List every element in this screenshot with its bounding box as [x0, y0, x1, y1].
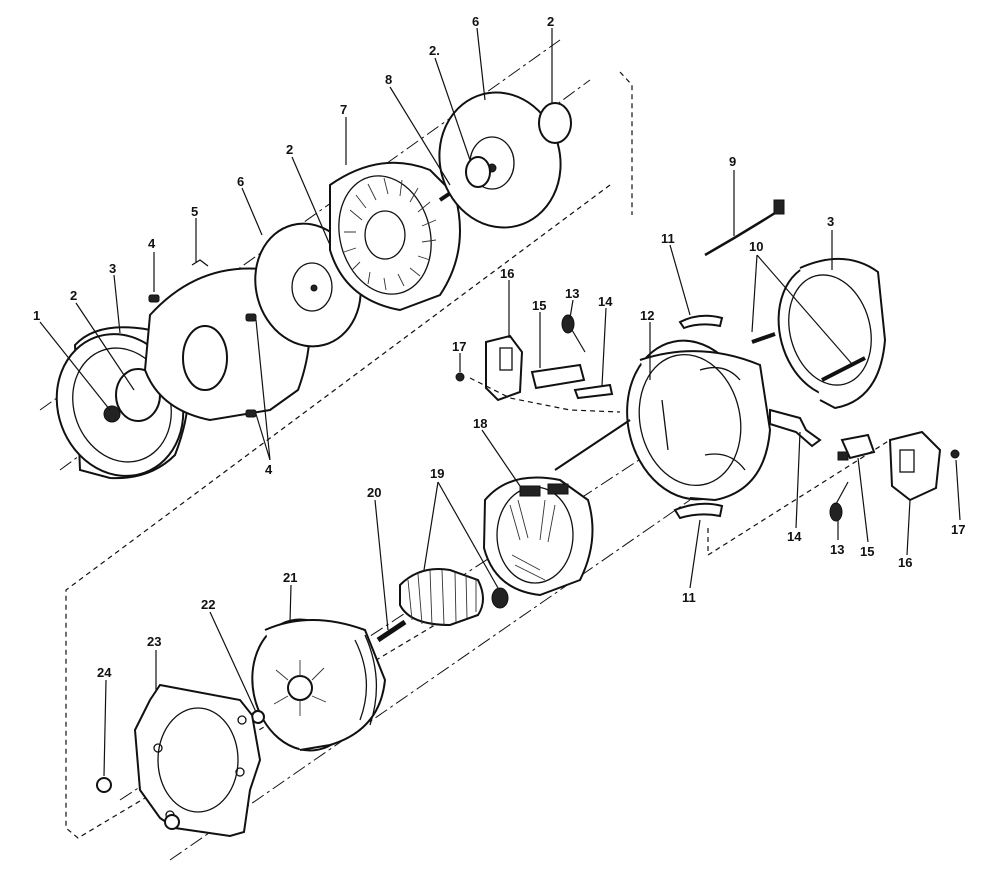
callout-22: 22	[201, 597, 215, 612]
callout-11: 11	[682, 590, 696, 605]
axis-line-lower	[119, 419, 701, 801]
part-6-fan-disc-upper	[438, 91, 562, 229]
part-4-screw-right-a	[245, 313, 257, 322]
callout-14: 14	[787, 529, 802, 544]
part-24-nut-left	[96, 777, 112, 793]
callout-8: 8	[385, 72, 392, 87]
part-17-screw-left	[455, 372, 465, 382]
left-brush-assembly-guide	[469, 377, 621, 413]
callout-15: 15	[860, 544, 874, 559]
part-24-nut-bottom	[164, 814, 180, 830]
callout-2: 2.	[429, 43, 440, 58]
part-7-impeller-housing	[329, 161, 461, 312]
part-15-brush-left	[530, 363, 586, 390]
callout-2: 2	[286, 142, 293, 157]
axis-line-bottom	[169, 499, 691, 861]
part-12-frame-housing	[626, 339, 772, 502]
callout-14: 14	[598, 294, 613, 309]
part-16-brush-holder-right	[888, 430, 942, 502]
callout-2: 2	[70, 288, 77, 303]
part-14-brush-contact-left	[573, 383, 614, 400]
callout-15: 15	[532, 298, 546, 313]
callout-3: 3	[827, 214, 834, 229]
callout-11: 11	[661, 231, 675, 246]
callout-4: 4	[265, 462, 273, 477]
callout-9: 9	[729, 154, 736, 169]
part-13-spring-left	[561, 314, 586, 353]
part-9-wire-lead	[704, 205, 782, 257]
part-17-screw-right	[950, 449, 960, 459]
part-18-lead-wire	[554, 419, 631, 471]
callout-6: 6	[472, 14, 479, 29]
callout-24: 24	[97, 665, 112, 680]
callout-6: 6	[237, 174, 244, 189]
callout-19: 19	[430, 466, 444, 481]
callout-16: 16	[500, 266, 514, 281]
part-13-spring-right	[829, 481, 849, 522]
callout-5: 5	[191, 204, 198, 219]
callout-3: 3	[109, 261, 116, 276]
part-4-screw-right-b	[245, 409, 257, 418]
callout-16: 16	[898, 555, 912, 570]
part-9-connector	[773, 199, 785, 215]
part-23-mounting-plate	[133, 683, 262, 838]
part-3-end-cover-right	[777, 258, 887, 410]
part-2-washer-upper-left	[465, 156, 491, 188]
callout-13: 13	[565, 286, 579, 301]
part-1-nut	[103, 405, 121, 423]
callout-4: 4	[148, 236, 156, 251]
callout-21: 21	[283, 570, 297, 585]
callout-17: 17	[951, 522, 965, 537]
callout-2: 2	[547, 14, 554, 29]
callout-labels: 1 2 3 4 5 6 2 7 8 2. 6 2 4 9 3 11 10 16 …	[33, 14, 965, 680]
part-16-brush-holder-left	[485, 334, 524, 402]
part-2-washer-upper-right	[538, 102, 572, 144]
part-19-commutator-spring	[491, 587, 509, 609]
callout-20: 20	[367, 485, 381, 500]
callout-1: 1	[33, 308, 40, 323]
callout-10: 10	[749, 239, 763, 254]
part-20-armature-shaft	[376, 619, 407, 643]
leader-lines	[39, 27, 961, 777]
part-10-thru-bolt-right	[821, 356, 866, 382]
part-11-brush-clip-top	[678, 314, 724, 330]
part-11-brush-clip-bottom	[673, 502, 724, 520]
right-brush-assembly-guide	[707, 439, 891, 557]
part-10-thru-bolt-top	[751, 332, 776, 344]
part-15-brush-right	[837, 433, 876, 461]
callout-18: 18	[473, 416, 487, 431]
callout-17: 17	[452, 339, 466, 354]
callout-13: 13	[830, 542, 844, 557]
callout-23: 23	[147, 634, 161, 649]
part-14-brush-contact-right	[769, 408, 822, 448]
part-18-field-stator	[482, 476, 594, 597]
callout-12: 12	[640, 308, 654, 323]
callout-7: 7	[340, 102, 347, 117]
part-21-end-bell	[251, 618, 387, 752]
part-4-screw-top	[148, 294, 160, 303]
part-19-armature	[399, 568, 484, 627]
